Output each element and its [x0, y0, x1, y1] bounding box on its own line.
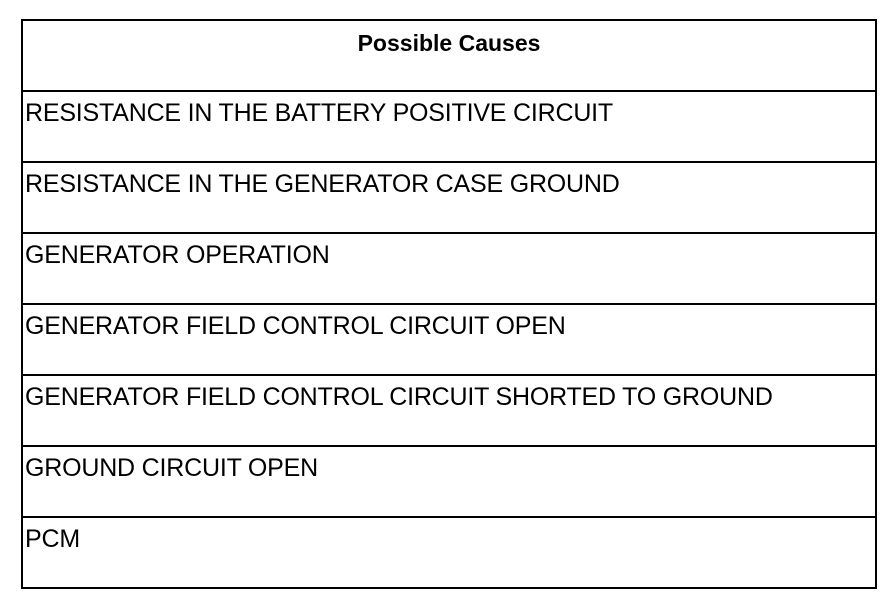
- table-row: GENERATOR FIELD CONTROL CIRCUIT OPEN: [21, 303, 877, 376]
- table-row: PCM: [21, 516, 877, 589]
- possible-causes-table: Possible Causes RESISTANCE IN THE BATTER…: [21, 19, 877, 589]
- cause-cell: RESISTANCE IN THE BATTERY POSITIVE CIRCU…: [21, 90, 877, 163]
- header-cell-possible-causes: Possible Causes: [21, 19, 877, 92]
- table-row: RESISTANCE IN THE GENERATOR CASE GROUND: [21, 161, 877, 234]
- header-row: Possible Causes: [21, 19, 877, 92]
- table-header: Possible Causes: [21, 19, 877, 92]
- table-row: GENERATOR FIELD CONTROL CIRCUIT SHORTED …: [21, 374, 877, 447]
- table-row: RESISTANCE IN THE BATTERY POSITIVE CIRCU…: [21, 90, 877, 163]
- table-row: GROUND CIRCUIT OPEN: [21, 445, 877, 518]
- cause-cell: GENERATOR FIELD CONTROL CIRCUIT SHORTED …: [21, 374, 877, 447]
- cause-cell: GROUND CIRCUIT OPEN: [21, 445, 877, 518]
- table-row: GENERATOR OPERATION: [21, 232, 877, 305]
- cause-cell: PCM: [21, 516, 877, 589]
- cause-cell: GENERATOR OPERATION: [21, 232, 877, 305]
- cause-cell: GENERATOR FIELD CONTROL CIRCUIT OPEN: [21, 303, 877, 376]
- table-body: RESISTANCE IN THE BATTERY POSITIVE CIRCU…: [21, 90, 877, 589]
- cause-cell: RESISTANCE IN THE GENERATOR CASE GROUND: [21, 161, 877, 234]
